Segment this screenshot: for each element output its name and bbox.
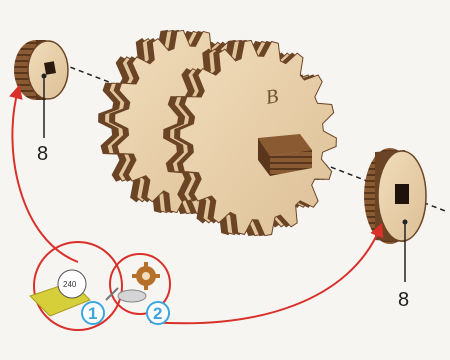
gear-stack: B: [99, 30, 337, 235]
arrow-to-right-spacer: [150, 228, 380, 323]
left-callout-label: 8: [37, 143, 48, 165]
sandpaper-icon: 240: [30, 270, 90, 316]
left-spacer: [14, 40, 68, 100]
step-1-tool: 240 1: [30, 242, 122, 330]
sandpaper-grit-label: 240: [63, 280, 77, 289]
right-spacer: [364, 148, 426, 244]
step-2-number: 2: [153, 304, 162, 323]
right-callout-label: 8: [398, 289, 409, 311]
arrow-to-left-spacer: [12, 90, 78, 262]
step-1-number: 1: [88, 304, 97, 323]
